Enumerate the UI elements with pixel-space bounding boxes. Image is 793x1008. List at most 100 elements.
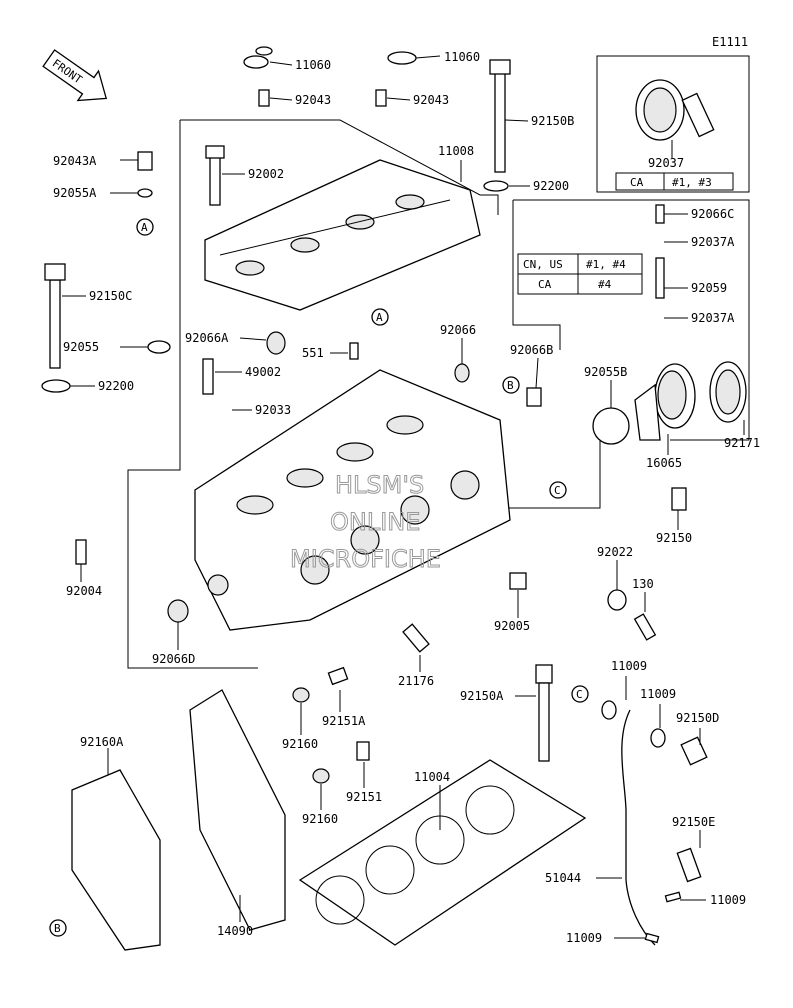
label-92150a: 92150A [460, 689, 504, 703]
inset-box-intake [513, 199, 750, 441]
inset-box-92037 [596, 55, 750, 193]
diagram-code: E1111 [712, 35, 748, 49]
table2-cell-r2c2: #4 [598, 278, 612, 291]
ref-marker-a2: A [371, 308, 389, 326]
plug-92066b-part [526, 387, 542, 407]
label-92043: 92043 [295, 93, 331, 107]
label-92150: 92150 [656, 531, 692, 545]
label-92150b: 92150B [531, 114, 574, 128]
svg-text:B: B [54, 922, 61, 935]
label-92059: 92059 [691, 281, 727, 295]
bolt-92150a-part [538, 682, 550, 762]
label-92055b: 92055B [584, 365, 627, 379]
label-92033: 92033 [255, 403, 291, 417]
fitting-92066c-part [655, 204, 665, 224]
label-49002: 49002 [245, 365, 281, 379]
bolt-head-part [535, 664, 553, 684]
chain-guide-cover-part [189, 689, 286, 931]
label-92066c: 92066C [691, 207, 734, 221]
washer-92200-part [41, 379, 71, 393]
hose-92059-part [655, 257, 665, 299]
dowel-pin-part [258, 89, 270, 107]
bolt-130-part [633, 613, 657, 641]
label-21176: 21176 [398, 674, 434, 688]
table1-cell-2: #1, #3 [672, 176, 712, 189]
label-92150d: 92150D [676, 711, 719, 725]
label-92037a: 92037A [691, 311, 735, 325]
watermark-line-2: ONLINE [330, 508, 420, 536]
label-92200: 92200 [98, 379, 134, 393]
sensor-92005-part [509, 572, 527, 590]
bolt-92150b-part [494, 61, 506, 173]
label-11009: 11009 [640, 687, 676, 701]
screw-92150-part [671, 487, 687, 511]
label-16065: 16065 [646, 456, 682, 470]
ref-marker-c2: C [571, 685, 589, 703]
plug-92066-part [454, 363, 470, 383]
o-ring-92055a-part [137, 188, 153, 198]
svg-text:A: A [376, 311, 383, 324]
label-551: 551 [302, 346, 324, 360]
svg-text:B: B [507, 379, 514, 392]
oil-pipe-51044-part [621, 709, 656, 946]
label-92043: 92043 [413, 93, 449, 107]
o-ring-part [255, 46, 273, 56]
stud-92004-part [75, 539, 87, 565]
bolt-92150c-part [49, 279, 61, 369]
bolt-92150d-part [680, 736, 708, 766]
watermark-line-3: MICROFICHE [290, 545, 441, 573]
bolt-92151a-part [327, 666, 349, 686]
label-11060: 11060 [444, 50, 480, 64]
inset-box-intake-left [512, 200, 561, 350]
label-92151a: 92151A [322, 714, 366, 728]
cylinder-head-part [194, 369, 511, 631]
camshaft-holder-part [204, 159, 481, 311]
dowel-pin-part [375, 89, 387, 107]
ref-marker-b1: B [502, 376, 520, 394]
label-92037: 92037 [648, 156, 684, 170]
o-ring-part [387, 51, 417, 65]
svg-text:A: A [141, 221, 148, 234]
ref-marker-c1: C [549, 481, 567, 499]
collar-92160-part [312, 768, 330, 784]
collar-92160-part [292, 687, 310, 703]
valve-guide-49002-part [202, 358, 214, 395]
label-92150c: 92150C [89, 289, 132, 303]
label-92066: 92066 [440, 323, 476, 337]
label-92004: 92004 [66, 584, 102, 598]
watermark-line-1: HLSM'S [335, 471, 424, 499]
label-130: 130 [632, 577, 654, 591]
label-92160a: 92160A [80, 735, 124, 749]
bolt-head-part [205, 145, 225, 159]
table-variant-92059: CN, US #1, #4 CA #4 [517, 253, 643, 295]
label-51044: 51044 [545, 871, 581, 885]
front-arrow-icon: FRONT [42, 49, 108, 102]
label-92055: 92055 [63, 340, 99, 354]
bolt-head-part [489, 59, 511, 75]
leader-lines [62, 55, 745, 939]
ref-marker-b2: B [49, 919, 67, 937]
outline-line-left [127, 120, 258, 669]
plug-92066d-part [167, 599, 189, 623]
bolt-head-part [44, 263, 66, 281]
washer-92022-part [607, 589, 627, 611]
label-11060: 11060 [295, 58, 331, 72]
table1-cell-1: CA [630, 176, 644, 189]
intake-holder-92037-part [635, 79, 715, 141]
label-92160: 92160 [282, 737, 318, 751]
table2-cell-r1c1: CN, US [523, 258, 563, 271]
bolt-92151-part [356, 741, 370, 761]
label-11009: 11009 [710, 893, 746, 907]
label-11004: 11004 [414, 770, 450, 784]
label-92037a: 92037A [691, 235, 735, 249]
label-92066a: 92066A [185, 331, 229, 345]
dowel-11009-part [644, 932, 660, 944]
sensor-21176-part [402, 623, 430, 653]
washer-part [483, 180, 509, 192]
part-labels: 11060 11060 92043 92043 92150B 11008 920… [53, 50, 760, 945]
o-ring-92055-part [147, 340, 171, 354]
label-92043a: 92043A [53, 154, 97, 168]
spring-92066a-part [266, 331, 286, 355]
label-92055a: 92055A [53, 186, 97, 200]
